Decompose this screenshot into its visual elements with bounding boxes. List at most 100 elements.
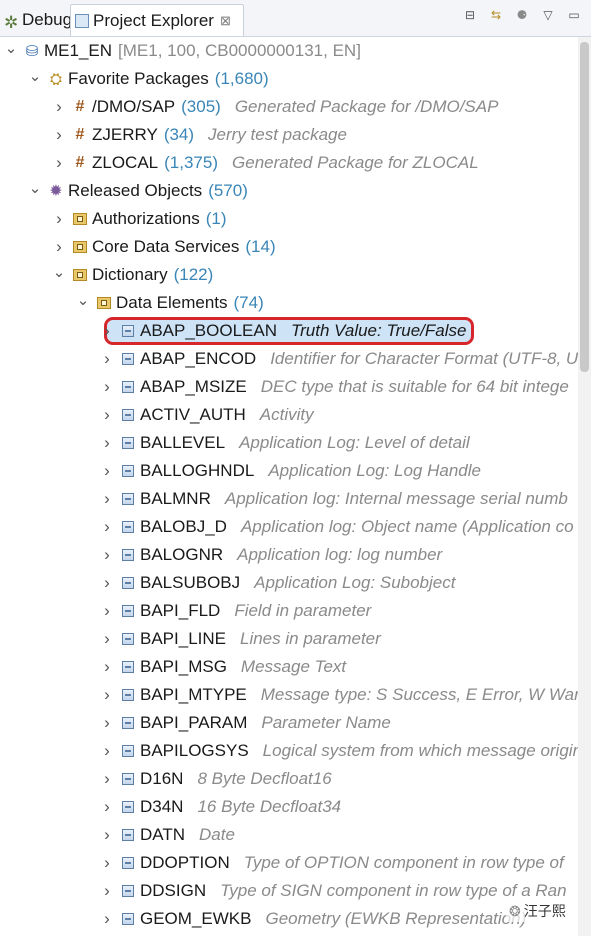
chevron-right-icon[interactable]: › xyxy=(104,349,110,368)
chevron-right-icon[interactable]: › xyxy=(104,713,110,732)
chevron-right-icon[interactable]: › xyxy=(104,377,110,396)
chevron-right-icon[interactable]: › xyxy=(104,741,110,760)
tree-item[interactable]: ›Core Data Services(14) xyxy=(52,233,275,261)
chevron-right-icon[interactable]: › xyxy=(104,769,110,788)
tree-item-name: BAPI_PARAM xyxy=(140,713,248,732)
tree-item[interactable]: › D16N 8 Byte Decfloat16 xyxy=(100,765,332,793)
tree-item[interactable]: ›#/DMO/SAP(305)Generated Package for /DM… xyxy=(52,93,498,121)
tree-item[interactable]: ›Authorizations(1) xyxy=(52,205,226,233)
folder-icon xyxy=(72,211,88,227)
favorites-icon: ⛭ xyxy=(49,70,62,88)
tree-item-name: Authorizations xyxy=(92,209,200,228)
item-description: Jerry test package xyxy=(208,125,347,144)
minimize-icon[interactable]: ▭ xyxy=(568,8,580,22)
chevron-right-icon[interactable]: › xyxy=(104,433,110,452)
tree-item[interactable]: ⌄✹Released Objects(570) xyxy=(28,177,248,205)
data-element-icon xyxy=(120,603,136,619)
chevron-right-icon[interactable]: › xyxy=(104,797,110,816)
chevron-down-icon[interactable]: ⌄ xyxy=(52,264,66,281)
tree-item-name: BALOBJ_D xyxy=(140,517,227,536)
chevron-right-icon[interactable]: › xyxy=(104,909,110,928)
chevron-down-icon[interactable]: ⌄ xyxy=(76,292,90,309)
chevron-right-icon[interactable]: › xyxy=(104,489,110,508)
chevron-right-icon[interactable]: › xyxy=(56,97,62,116)
chevron-right-icon[interactable]: › xyxy=(104,545,110,564)
tab-debug[interactable]: ✲ Debug xyxy=(0,4,72,35)
tree-item[interactable]: ⌄Dictionary(122) xyxy=(52,261,214,289)
item-description: Application Log: Log Handle xyxy=(268,461,481,480)
scrollbar-thumb[interactable] xyxy=(580,42,589,372)
tree-item[interactable]: › DATN Date xyxy=(100,821,235,849)
chevron-right-icon[interactable]: › xyxy=(104,629,110,648)
chevron-down-icon[interactable]: ⌄ xyxy=(28,68,42,85)
item-description: Message Text xyxy=(240,657,347,676)
item-description: Type of SIGN component in row type of a … xyxy=(220,881,567,900)
chevron-down-icon[interactable]: ⌄ xyxy=(4,40,18,57)
item-description: Application log: Internal message serial… xyxy=(224,489,568,508)
chevron-right-icon[interactable]: › xyxy=(56,125,62,144)
collapse-all-icon[interactable]: ⊟ xyxy=(464,8,476,22)
tree-item[interactable]: ⌄Data Elements(74) xyxy=(76,289,264,317)
chevron-right-icon[interactable]: › xyxy=(56,209,62,228)
chevron-right-icon[interactable]: › xyxy=(104,853,110,872)
chevron-right-icon[interactable]: › xyxy=(56,153,62,172)
data-element-icon xyxy=(120,855,136,871)
tree-item[interactable]: ⌄⛭Favorite Packages(1,680) xyxy=(28,65,269,93)
item-description: 16 Byte Decfloat34 xyxy=(197,797,342,816)
tab-project-explorer[interactable]: Project Explorer ⊠ xyxy=(70,4,244,36)
chevron-right-icon[interactable]: › xyxy=(104,685,110,704)
link-with-editor-icon[interactable]: ⇆ xyxy=(490,8,502,22)
item-description: Generated Package for ZLOCAL xyxy=(232,153,479,172)
data-element-icon xyxy=(120,883,136,899)
tree-item-name: GEOM_EWKB xyxy=(140,909,252,928)
chevron-right-icon[interactable]: › xyxy=(104,405,110,424)
tree-item[interactable]: ›#ZLOCAL(1,375)Generated Package for ZLO… xyxy=(52,149,479,177)
chevron-right-icon[interactable]: › xyxy=(56,237,62,256)
tree-item[interactable]: ›#ZJERRY(34)Jerry test package xyxy=(52,121,347,149)
chevron-right-icon[interactable]: › xyxy=(104,881,110,900)
chevron-right-icon[interactable]: › xyxy=(104,573,110,592)
tree-item-name: D16N xyxy=(140,769,184,788)
chevron-right-icon[interactable]: › xyxy=(104,461,110,480)
item-description: Date xyxy=(199,825,235,844)
view-menu-icon[interactable]: ▽ xyxy=(543,8,553,22)
item-description: 8 Byte Decfloat16 xyxy=(197,769,332,788)
chevron-right-icon[interactable]: › xyxy=(104,321,110,340)
tree-item-name: Released Objects xyxy=(68,181,203,200)
filter-icon[interactable]: ⚈ xyxy=(516,8,528,22)
close-icon[interactable]: ⊠ xyxy=(219,12,231,28)
item-description: Field in parameter xyxy=(234,601,372,620)
selected-item-highlight xyxy=(104,317,474,345)
tree-item-name: BALSUBOBJ xyxy=(140,573,241,592)
tree-item[interactable]: ⌄⛁ME1_EN[ME1, 100, CB0000000131, EN] xyxy=(4,37,361,65)
chevron-right-icon[interactable]: › xyxy=(104,601,110,620)
chevron-right-icon[interactable]: › xyxy=(104,825,110,844)
data-element-icon xyxy=(120,799,136,815)
chevron-down-icon[interactable]: ⌄ xyxy=(28,180,42,197)
chevron-right-icon[interactable]: › xyxy=(104,517,110,536)
chevron-right-icon[interactable]: › xyxy=(104,657,110,676)
item-description: Application log: log number xyxy=(237,545,443,564)
wechat-icon: ❂ xyxy=(509,902,521,919)
tree-item-name: DATN xyxy=(140,825,186,844)
